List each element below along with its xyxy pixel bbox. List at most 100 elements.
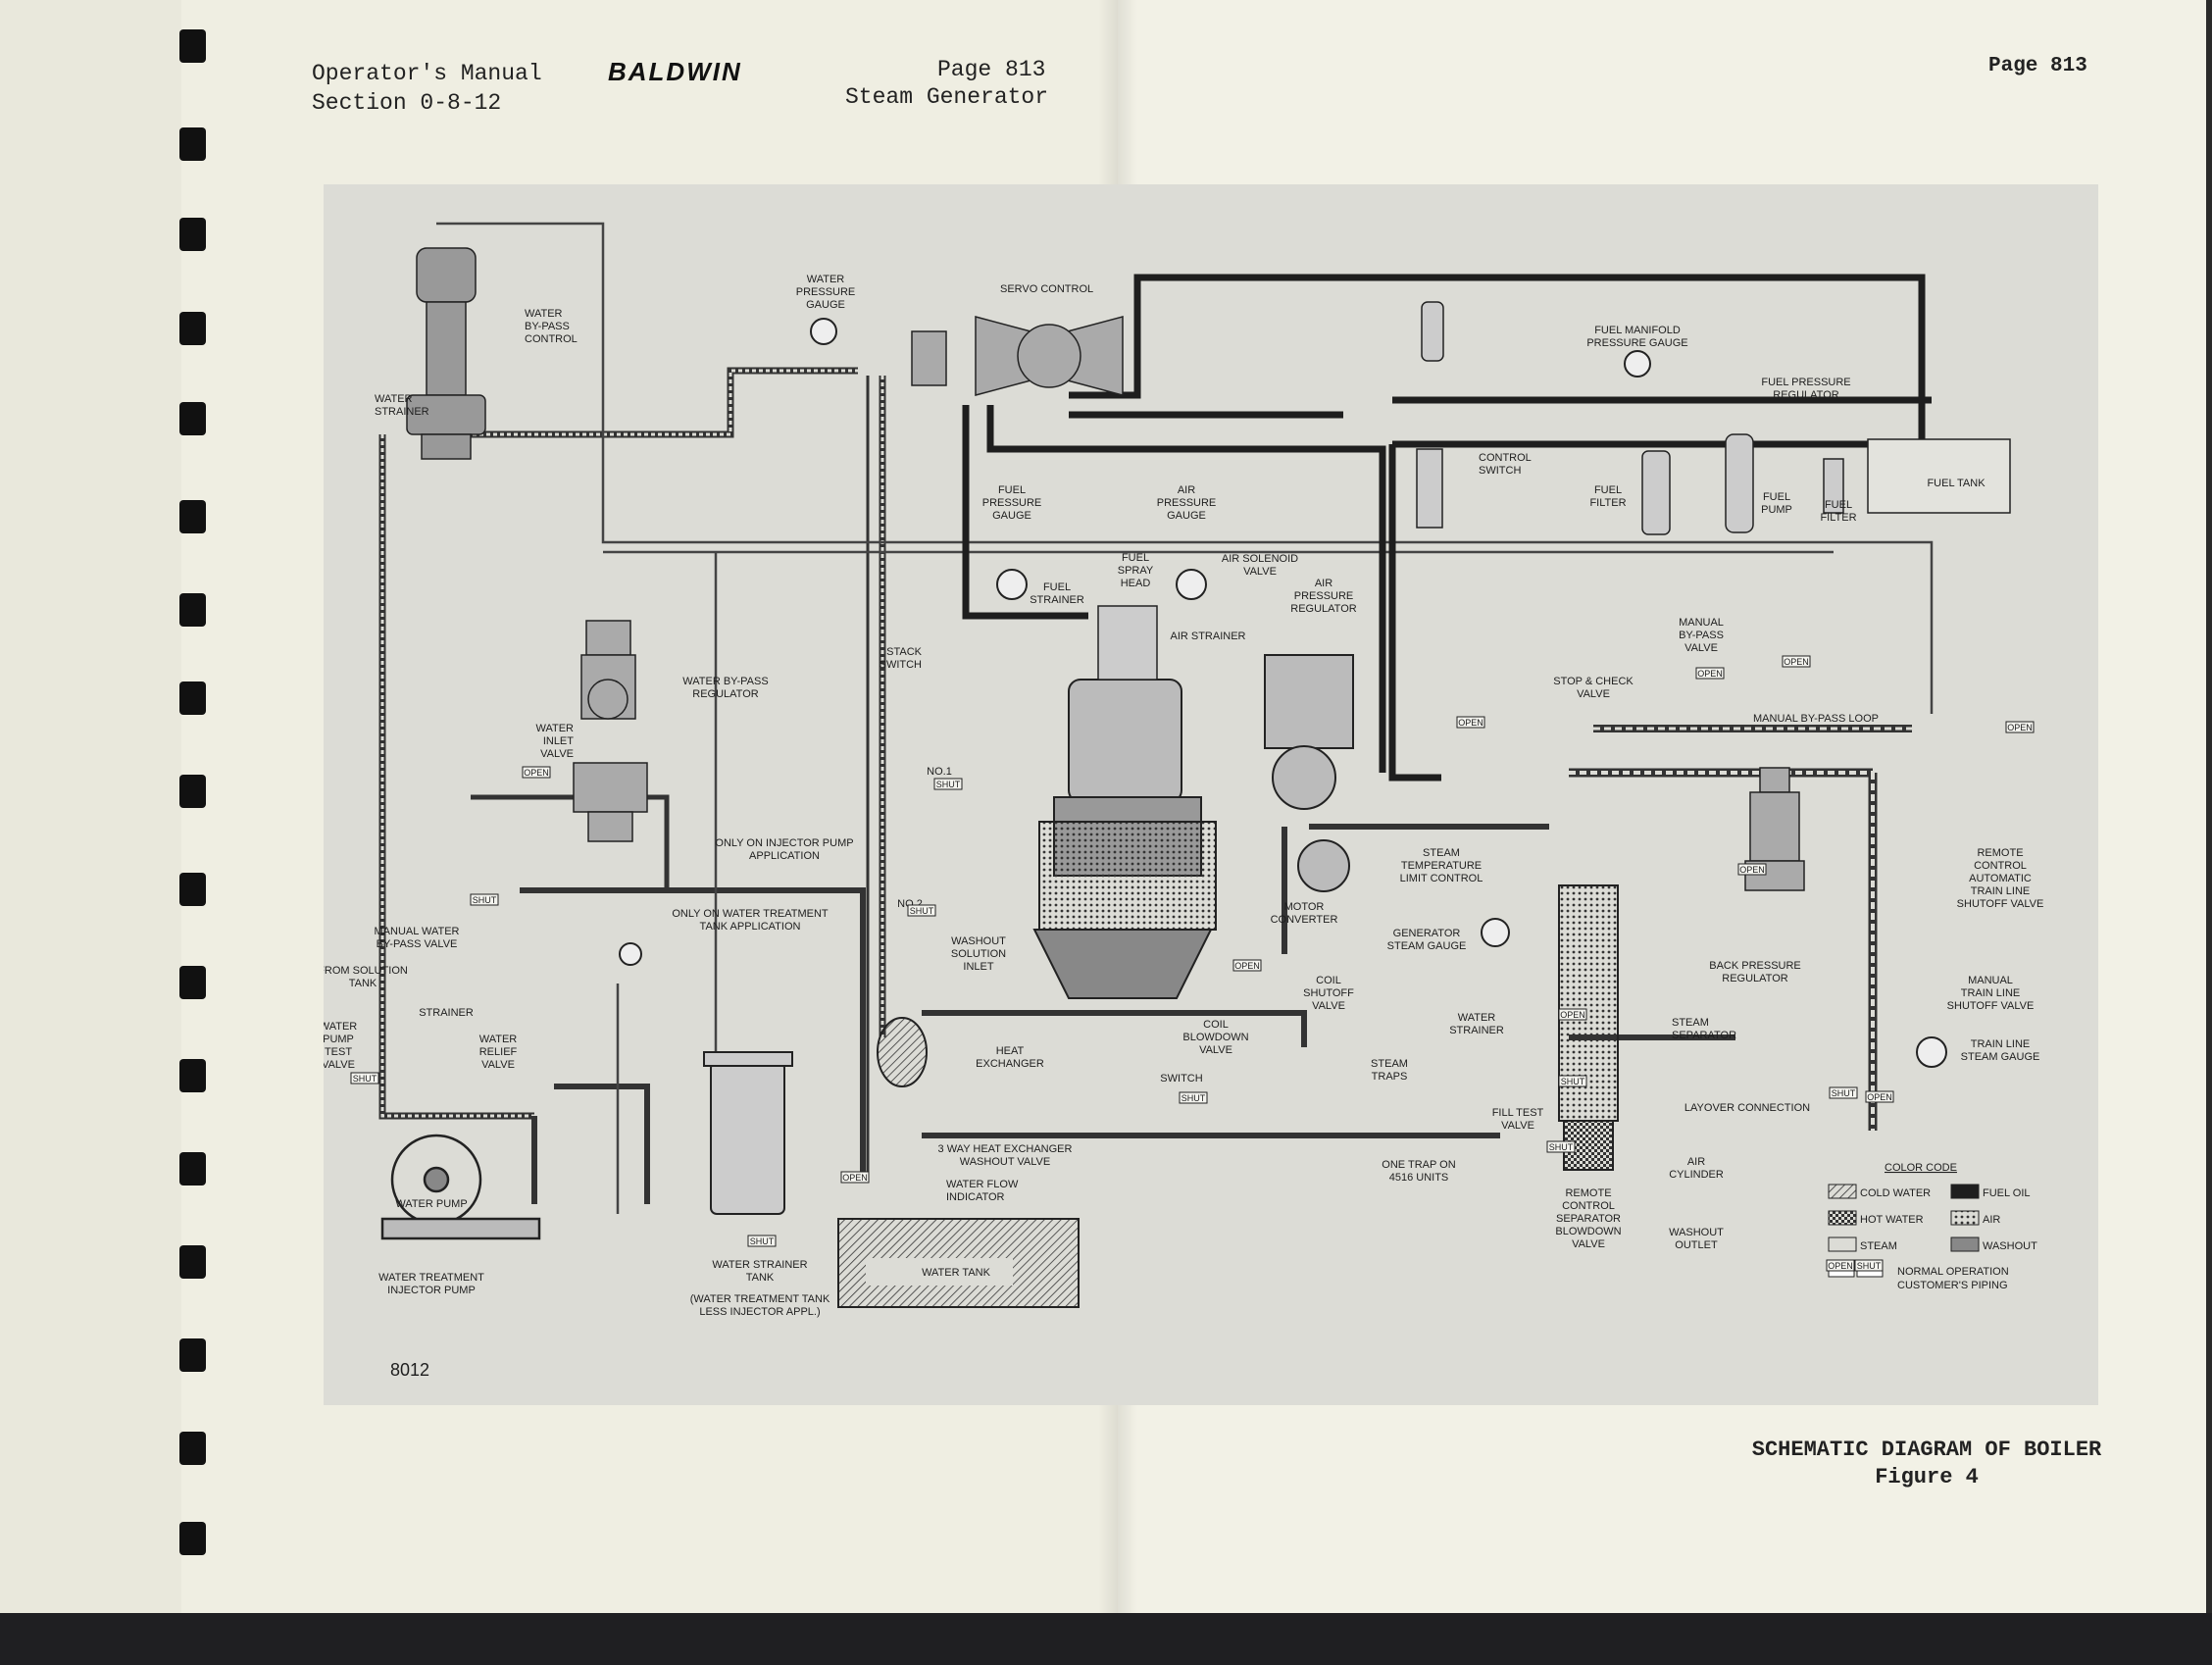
binding-hole	[179, 1059, 206, 1092]
legend-fuel-oil: FUEL OIL	[1983, 1187, 2031, 1199]
back-pressure-regulator	[1744, 767, 1805, 891]
legend-washout: WASHOUT	[1983, 1240, 2037, 1252]
previous-page-edge	[0, 0, 184, 1665]
fuel-system	[1416, 301, 2011, 535]
binding-hole	[179, 1522, 206, 1555]
valve-tag-open	[840, 1171, 870, 1184]
valve-tag-open	[1782, 655, 1811, 668]
valve-tag-open	[1737, 863, 1767, 876]
legend-customers-piping: CUSTOMER'S PIPING	[1897, 1280, 2008, 1291]
label-air-strainer: AIR STRAINER	[1170, 631, 1245, 642]
water-bypass-regulator	[573, 620, 648, 842]
label-manual-bypass-loop: MANUAL BY-PASS LOOP	[1753, 713, 1879, 725]
cold-water-lines	[378, 367, 886, 1204]
valve-tag-shut	[1179, 1091, 1208, 1104]
page-number-right: Page 813	[1988, 55, 2087, 77]
label-layover-connection: LAYOVER CONNECTION	[1684, 1102, 1810, 1114]
valve-tag-open-label: OPEN	[1867, 1092, 1892, 1102]
binding-hole	[179, 500, 206, 533]
valve-tag-open-label: OPEN	[1234, 961, 1260, 971]
valve-tag-shut-label: SHUT	[353, 1074, 377, 1084]
valve-tag-open	[2005, 721, 2035, 733]
label-water-tank: WATER TANK	[922, 1267, 991, 1279]
blower-motor	[1264, 654, 1354, 892]
binding-hole	[179, 1245, 206, 1279]
label-strainer: STRAINER	[419, 1007, 474, 1019]
valve-tag-shut	[470, 893, 499, 906]
valve-tag-shut	[1558, 1075, 1587, 1087]
valve-tag-open-label: OPEN	[842, 1173, 868, 1183]
valve-tag-open-label: OPEN	[2007, 723, 2033, 732]
heat-exchanger	[877, 1017, 928, 1087]
valve-tag-open-label: OPEN	[1739, 865, 1765, 875]
air-lines	[436, 222, 1934, 1214]
drawing-number: 8012	[390, 1360, 429, 1380]
valve-tag-shut-label: SHUT	[1561, 1077, 1585, 1086]
valve-tag-open-label: OPEN	[1784, 657, 1809, 667]
binding-hole	[179, 312, 206, 345]
page-number-left: Page 813	[937, 57, 1046, 82]
valve-tag-shut	[907, 904, 936, 917]
steam-separator	[1558, 884, 1619, 1171]
valve-tag-open	[1826, 1259, 1855, 1272]
valve-tag-shut	[1546, 1140, 1576, 1153]
valve-tag-open-label: OPEN	[1560, 1010, 1585, 1020]
valve-tag-shut-label: SHUT	[1857, 1261, 1882, 1271]
valve-tag-shut-label: SHUT	[473, 895, 497, 905]
manual-title: Operator's Manual	[312, 61, 542, 86]
valve-tag-shut-label: SHUT	[1549, 1142, 1574, 1152]
label-switch: SWITCH	[1160, 1073, 1202, 1085]
legend-title: COLOR CODE	[1885, 1162, 1957, 1174]
steam-lines	[1309, 725, 1912, 1131]
valve-tag-shut	[1829, 1086, 1858, 1099]
water-strainer-tank	[703, 1051, 793, 1215]
binding-hole	[179, 873, 206, 906]
valve-tag-open	[1865, 1090, 1894, 1103]
binding-hole	[179, 1152, 206, 1186]
valve-tag-open	[1558, 1008, 1587, 1021]
legend-hot-water: HOT WATER	[1860, 1214, 1924, 1226]
valve-tag-shut	[1854, 1259, 1884, 1272]
valve-tag-open-label: OPEN	[1458, 718, 1483, 728]
valve-tag-open-label: OPEN	[1697, 669, 1723, 679]
valve-tag-open	[1232, 959, 1262, 972]
valve-tag-shut-label: SHUT	[1181, 1093, 1206, 1103]
subject-title: Steam Generator	[845, 84, 1049, 110]
valve-tag-shut-label: SHUT	[936, 780, 961, 789]
binding-hole	[179, 593, 206, 627]
figure-number: Figure 4	[1875, 1465, 1979, 1489]
water-tank	[837, 1218, 1080, 1308]
binding-hole	[179, 775, 206, 808]
